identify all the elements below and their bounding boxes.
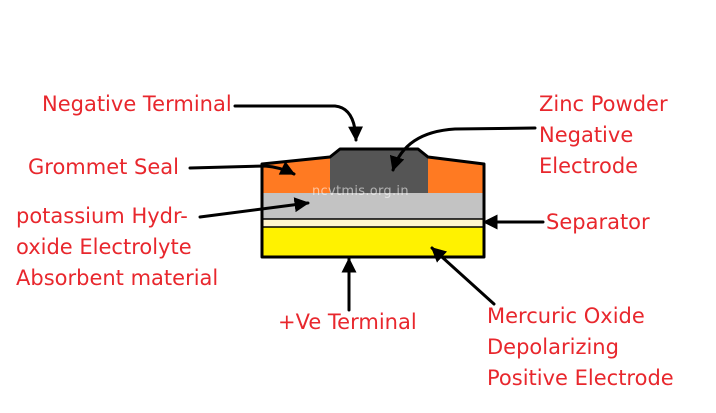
label-zinc-powder-line1: Zinc Powder — [539, 92, 668, 116]
label-zinc-powder-line2: Negative — [539, 123, 634, 147]
label-electrolyte-line3: Absorbent material — [16, 266, 219, 290]
label-electrolyte-line2: oxide Electrolyte — [16, 235, 192, 259]
arrow-electrolyte — [198, 197, 310, 219]
arrow-grommet-seal — [188, 161, 296, 176]
arrow-negative-terminal — [233, 104, 364, 142]
label-negative-terminal: Negative Terminal — [42, 92, 232, 116]
arrow-mercuric-oxide — [430, 246, 496, 306]
grommet-seal-layer — [262, 157, 484, 193]
label-positive-terminal: +Ve Terminal — [278, 310, 417, 334]
label-electrolyte-line1: potassium Hydr- — [16, 204, 188, 228]
label-electrolyte: potassium Hydr- oxide Electrolyte Absorb… — [16, 201, 218, 294]
watermark: ncvtmis.org.in — [312, 184, 409, 199]
label-zinc-powder-line3: Electrode — [539, 154, 639, 178]
arrow-zinc-powder — [389, 126, 537, 172]
label-mercuric-oxide: Mercuric Oxide Depolarizing Positive Ele… — [487, 301, 674, 394]
label-mercuric-oxide-line3: Positive Electrode — [487, 366, 674, 390]
mercuric-oxide-layer — [262, 227, 484, 257]
label-separator: Separator — [546, 210, 650, 234]
separator-layer — [262, 219, 484, 227]
label-grommet-seal: Grommet Seal — [28, 155, 179, 179]
label-zinc-powder: Zinc Powder Negative Electrode — [539, 89, 668, 182]
label-mercuric-oxide-line1: Mercuric Oxide — [487, 304, 645, 328]
label-mercuric-oxide-line2: Depolarizing — [487, 335, 619, 359]
battery-cell — [260, 147, 486, 259]
